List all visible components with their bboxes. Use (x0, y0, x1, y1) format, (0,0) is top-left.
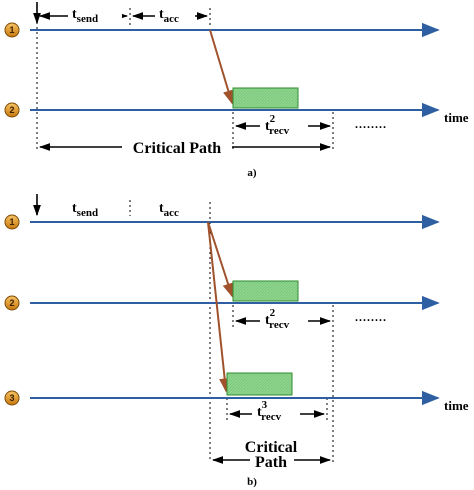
continuation-dots: ........ (355, 117, 387, 131)
critical-label-line-2: Path (255, 454, 287, 471)
node-3-badge: 3 (4, 390, 20, 406)
critical-label-line-1: Critical (245, 439, 298, 456)
packet-block (232, 87, 299, 109)
packet-block-node-2 (232, 280, 299, 302)
node-1-badge: 1 (4, 22, 20, 38)
message-arrow (209, 29, 234, 105)
message-arrow-to-node-2 (207, 221, 234, 298)
message-arrow-to-node-3 (207, 221, 231, 393)
svg-text:2: 2 (9, 298, 14, 308)
packet-block-node-3 (226, 372, 293, 396)
t-send-label: tsend (72, 201, 98, 219)
caption-a: a) (247, 167, 257, 179)
t-acc-label: tacc (159, 201, 179, 219)
svg-text:3: 3 (9, 393, 14, 403)
caption-b: b) (247, 476, 257, 488)
node-1-badge: 1 (4, 214, 20, 230)
critical-path-label: Critical Path (133, 140, 222, 157)
continuation-dots: ........ (355, 310, 387, 324)
time-label: time (444, 110, 469, 125)
svg-text:1: 1 (9, 25, 14, 35)
t-acc-label: tacc (159, 7, 179, 25)
node-2-badge: 2 (4, 102, 20, 118)
time-label: time (444, 398, 469, 413)
node-2-badge: 2 (4, 295, 20, 311)
svg-text:2: 2 (9, 105, 14, 115)
svg-text:1: 1 (9, 217, 14, 227)
t-send-label: tsend (72, 7, 98, 25)
